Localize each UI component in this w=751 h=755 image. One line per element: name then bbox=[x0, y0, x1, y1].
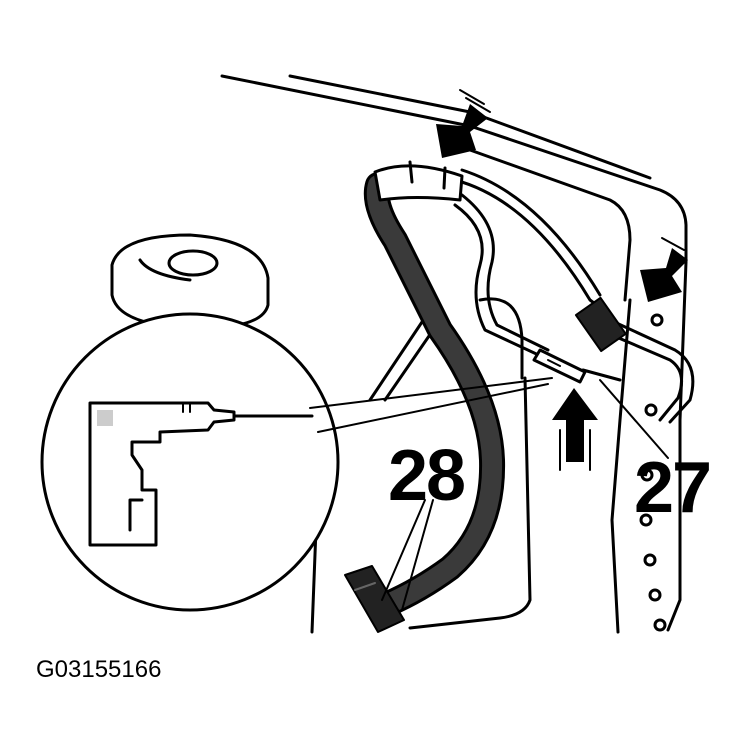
drill-icon bbox=[88, 401, 314, 547]
pillar-trim bbox=[610, 260, 688, 634]
belt-strap-28 bbox=[344, 160, 506, 633]
callout-label-27: 27 bbox=[634, 448, 712, 528]
connector-27 bbox=[532, 296, 627, 384]
leader-lines bbox=[381, 379, 669, 611]
arrow-up bbox=[552, 388, 598, 471]
roof-trim bbox=[220, 74, 688, 302]
wiring-harness bbox=[453, 168, 695, 424]
arrow-top bbox=[436, 89, 491, 158]
callout-label-28: 28 bbox=[388, 436, 466, 516]
arrow-right bbox=[640, 237, 688, 302]
figure-id: G03155166 bbox=[36, 656, 162, 683]
